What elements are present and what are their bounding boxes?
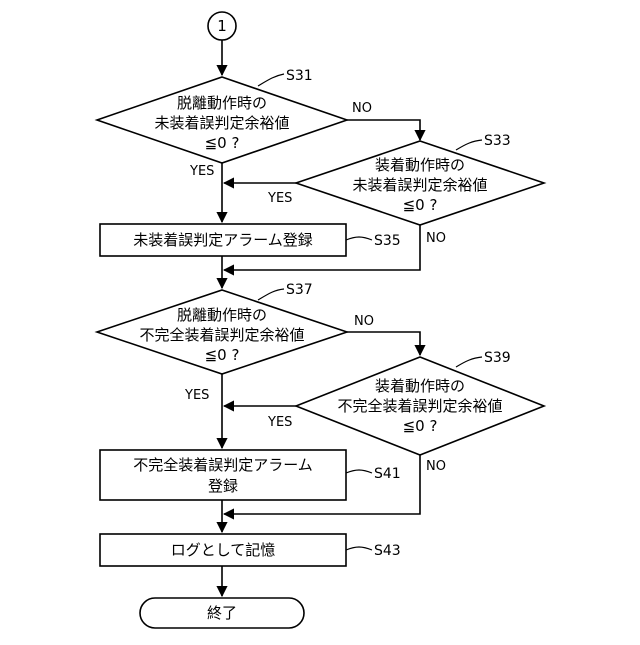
s41-leader [346,470,372,473]
s35-leader [346,237,372,240]
s39-leader [456,357,482,367]
s43-leader [346,547,372,550]
process-s43-text: ログとして記憶 [171,541,276,559]
process-s35: 未装着誤判定アラーム登録 [100,224,346,256]
decision-s39-line-3: ≦0 ? [403,417,438,435]
connector-start: 1 [208,12,236,40]
decision-s37: 脱離動作時の 不完全装着誤判定余裕値 ≦0 ? [97,290,347,374]
decision-s33-line-1: 装着動作時の [375,156,465,174]
branch-s33-yes: YES [267,191,292,206]
step-label-s35: S35 [374,233,401,249]
decision-s39: 装着動作時の 不完全装着誤判定余裕値 ≦0 ? [296,357,544,455]
step-label-s41: S41 [374,466,401,482]
process-s43: ログとして記憶 [100,534,346,566]
process-s41-line-1: 不完全装着誤判定アラーム [133,456,313,474]
step-label-s37: S37 [286,282,313,298]
terminal-end: 終了 [140,598,304,628]
branch-s37-yes: YES [184,388,209,403]
step-label-s31: S31 [286,68,313,84]
edge-s37-no [347,332,420,355]
decision-s31: 脱離動作時の 未装着誤判定余裕値 ≦0 ? [97,77,347,163]
decision-s37-line-3: ≦0 ? [205,346,240,364]
step-label-s39: S39 [484,350,511,366]
branch-s31-yes: YES [189,164,214,179]
decision-s33-line-3: ≦0 ? [403,196,438,214]
branch-s31-no: NO [352,101,372,116]
process-s41-line-2: 登録 [208,477,238,495]
decision-s39-line-1: 装着動作時の [375,377,465,395]
branch-s39-yes: YES [267,415,292,430]
process-s41: 不完全装着誤判定アラーム 登録 [100,450,346,500]
decision-s33: 装着動作時の 未装着誤判定余裕値 ≦0 ? [296,141,544,225]
decision-s39-line-2: 不完全装着誤判定余裕値 [337,397,502,415]
decision-s31-line-1: 脱離動作時の [177,94,267,112]
s33-leader [456,140,482,150]
decision-s37-line-2: 不完全装着誤判定余裕値 [139,326,304,344]
s31-leader [258,74,284,86]
branch-s37-no: NO [354,314,374,329]
branch-s33-no: NO [426,231,446,246]
step-label-s33: S33 [484,133,511,149]
decision-s37-line-1: 脱離動作時の [177,306,267,324]
edge-s31-no [347,120,420,140]
process-s35-text: 未装着誤判定アラーム登録 [133,231,313,249]
connector-label: 1 [217,17,227,35]
decision-s33-line-2: 未装着誤判定余裕値 [352,176,487,194]
terminal-end-text: 終了 [207,604,237,622]
s37-leader [258,289,284,300]
branch-s39-no: NO [426,459,446,474]
decision-s31-line-3: ≦0 ? [205,134,240,152]
decision-s31-line-2: 未装着誤判定余裕値 [154,114,289,132]
step-label-s43: S43 [374,543,401,559]
